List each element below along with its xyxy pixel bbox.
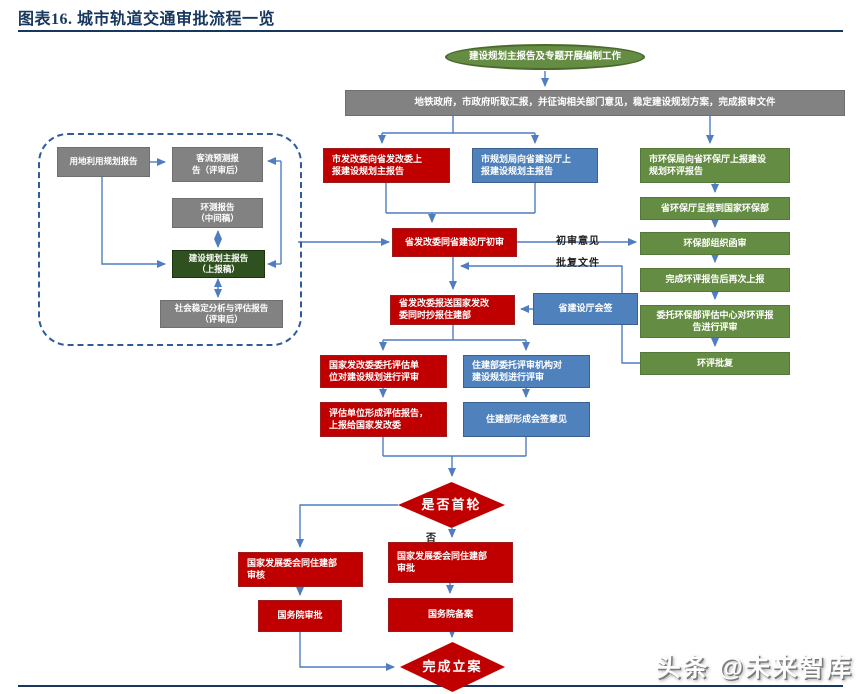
node-mep-entrust-center: 委托环保部评估中心对环评报 告进行评审 xyxy=(640,305,790,338)
start-ellipse: 建设规划主报告及专题开展编制工作 xyxy=(445,44,645,70)
node-state-council-approve: 国务院审批 xyxy=(258,600,342,632)
node-eia-resubmit: 完成环评报告后再次上报 xyxy=(640,268,790,292)
prep-bar: 地铁政府，市政府听取汇报，并征询相关部门意见，稳定建设规划方案，完成报审文件 xyxy=(345,90,845,116)
node-provincial-forward: 省发改委报送国家发改 委同时抄报住建部 xyxy=(390,295,515,325)
bottom-rule xyxy=(18,685,843,687)
label-initial-opinion: 初审意见 xyxy=(556,236,600,247)
node-eia-approval: 环评批复 xyxy=(640,352,790,375)
label-no: 否 xyxy=(426,533,437,544)
label-reply-document: 批复文件 xyxy=(556,258,600,269)
figure-title: 图表16. 城市轨道交通审批流程一览 xyxy=(18,11,276,28)
node-sign-opinion: 住建部形成会签意见 xyxy=(463,402,590,437)
node-joint-approve: 国家发展委会同住建部 审批 xyxy=(388,542,513,583)
node-city-epb-submit: 市环保局向省环保厅上报建设 规划环评报告 xyxy=(640,148,790,183)
node-provincial-initial-review: 省发改委同省建设厅初审 xyxy=(392,228,517,257)
node-flow-forecast-report: 客流预测报 告（评审后） xyxy=(172,147,263,182)
title-rule xyxy=(18,30,843,32)
node-city-ndrc-submit: 市发改委向省发改委上 报建设规划主报告 xyxy=(323,148,450,183)
node-eval-report: 评估单位形成评估报告， 上报给国家发改委 xyxy=(320,402,447,437)
node-countersign: 省建设厅会签 xyxy=(533,293,638,325)
node-city-planning-submit: 市规划局向省建设厅上 报建设规划主报告 xyxy=(472,148,598,183)
node-social-stability-report: 社会稳定分析与评估报告 （评审后） xyxy=(160,300,283,328)
node-mep-review: 环保部组织函审 xyxy=(640,232,790,255)
node-state-council-record: 国务院备案 xyxy=(388,598,513,632)
toutiao-watermark: 头条 @未来智库 xyxy=(655,654,853,682)
node-ndrc-entrust-eval: 国家发改委委托评估单 位对建设规划进行评审 xyxy=(320,355,447,388)
decision-first-round: 是否首轮 xyxy=(398,482,505,528)
report-group-frame xyxy=(38,133,302,346)
node-mohurd-entrust-review: 住建部委托评审机构对 建设规划进行评审 xyxy=(463,355,590,388)
node-land-use-report: 用地利用规划报告 xyxy=(57,147,150,177)
node-prov-epb-submit: 省环保厅呈报到国家环保部 xyxy=(640,197,790,220)
node-main-report-draft: 建设规划主报告 （上报稿） xyxy=(172,250,265,278)
node-joint-review: 国家发展委会同住建部 审核 xyxy=(238,552,363,587)
node-env-mid-report: 环测报告 （中间稿） xyxy=(172,198,263,228)
